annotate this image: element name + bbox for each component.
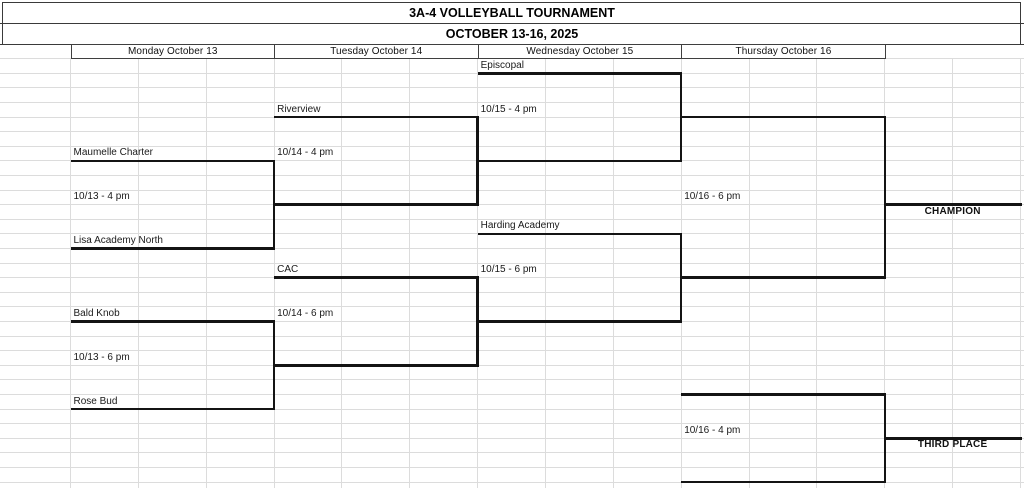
bracket-line-horizontal bbox=[70, 320, 275, 323]
gridline-horizontal bbox=[0, 394, 1024, 395]
gridline-vertical bbox=[748, 58, 750, 488]
bracket-line-horizontal bbox=[884, 437, 1022, 440]
gridline-horizontal bbox=[0, 306, 1024, 308]
title-border-left bbox=[2, 2, 3, 44]
gridline-horizontal bbox=[0, 262, 1024, 264]
bracket-line-horizontal bbox=[274, 364, 478, 367]
gridline-horizontal bbox=[0, 175, 1024, 176]
game-time-semifinal-2: 10/15 - 6 pm bbox=[480, 264, 537, 276]
gridline-horizontal bbox=[0, 87, 1024, 89]
team-label-harding-academy: Harding Academy bbox=[480, 220, 560, 232]
gridline-horizontal bbox=[0, 452, 1024, 454]
tournament-dates: OCTOBER 13-16, 2025 bbox=[445, 26, 579, 41]
title-border-right bbox=[1020, 2, 1021, 44]
gridline-vertical bbox=[1019, 58, 1021, 488]
bracket-line-horizontal bbox=[274, 276, 478, 279]
tournament-title: 3A-4 VOLLEYBALL TOURNAMENT bbox=[409, 5, 615, 20]
gridline-vertical bbox=[137, 58, 139, 488]
team-label-episcopal: Episcopal bbox=[480, 59, 524, 71]
gridline-vertical bbox=[544, 58, 546, 488]
team-label-riverview: Riverview bbox=[277, 103, 321, 115]
title-border-top bbox=[2, 2, 1021, 3]
bracket-line-horizontal bbox=[477, 232, 682, 236]
bracket-line-horizontal bbox=[681, 115, 885, 119]
gridline-vertical bbox=[952, 58, 954, 488]
gridline-horizontal bbox=[0, 277, 1024, 279]
game-time-round2-game1: 10/14 - 4 pm bbox=[277, 147, 334, 159]
team-label-rose-bud: Rose Bud bbox=[73, 395, 118, 407]
gridline-horizontal bbox=[0, 379, 1024, 381]
champion-label: CHAMPION bbox=[924, 205, 981, 217]
gridline-vertical bbox=[273, 58, 275, 488]
bracket-line-horizontal bbox=[477, 159, 682, 163]
third-place-label: THIRD PLACE bbox=[917, 439, 988, 451]
gridline-horizontal bbox=[0, 291, 1024, 293]
bracket-line-horizontal bbox=[681, 393, 885, 396]
bracket-line-horizontal bbox=[477, 320, 682, 323]
gridline-vertical bbox=[341, 58, 343, 488]
gridline-horizontal bbox=[0, 102, 1024, 103]
team-label-cac: CAC bbox=[277, 264, 299, 276]
gridline-horizontal bbox=[0, 131, 1024, 133]
gridline-horizontal bbox=[0, 218, 1024, 220]
column-header-monday: Monday October 13 bbox=[70, 43, 275, 59]
bracket-line-vertical bbox=[679, 72, 683, 163]
gridline-horizontal bbox=[0, 204, 1024, 206]
column-header-thursday: Thursday October 16 bbox=[681, 43, 886, 59]
gridline-vertical bbox=[477, 58, 479, 488]
gridline-vertical bbox=[816, 58, 818, 488]
team-label-lisa-academy-north: Lisa Academy North bbox=[73, 234, 164, 246]
bracket-line-horizontal bbox=[70, 159, 275, 163]
game-time-third-place: 10/16 - 4 pm bbox=[684, 424, 741, 436]
bracket-line-vertical bbox=[476, 276, 479, 367]
title-divider bbox=[0, 23, 1024, 24]
bracket-line-horizontal bbox=[477, 72, 682, 75]
bracket-line-horizontal bbox=[274, 203, 478, 206]
bracket-line-horizontal bbox=[884, 203, 1022, 206]
bracket-line-vertical bbox=[679, 232, 683, 323]
gridline-horizontal bbox=[0, 248, 1024, 249]
game-time-round1-game1: 10/13 - 4 pm bbox=[73, 191, 130, 203]
bracket-line-vertical bbox=[883, 115, 887, 279]
team-label-bald-knob: Bald Knob bbox=[73, 307, 120, 319]
gridline-horizontal bbox=[0, 116, 1024, 118]
game-time-semifinal-1: 10/15 - 4 pm bbox=[480, 103, 537, 115]
game-time-final: 10/16 - 6 pm bbox=[684, 191, 741, 203]
bracket-line-horizontal bbox=[274, 115, 478, 119]
game-time-round1-game2: 10/13 - 6 pm bbox=[73, 351, 130, 363]
bracket-line-horizontal bbox=[70, 407, 275, 411]
bracket-line-horizontal bbox=[70, 247, 275, 250]
team-label-maumelle-charter: Maumelle Charter bbox=[73, 147, 153, 159]
gridline-horizontal bbox=[0, 350, 1024, 352]
bracket-line-vertical bbox=[883, 393, 887, 484]
gridline-horizontal bbox=[0, 189, 1024, 191]
bracket-line-horizontal bbox=[681, 276, 885, 279]
gridline-horizontal bbox=[0, 423, 1024, 425]
bracket-line-vertical bbox=[476, 115, 479, 206]
gridline-vertical bbox=[409, 58, 411, 488]
bracket-line-horizontal bbox=[681, 480, 885, 484]
gridline-vertical bbox=[70, 58, 71, 488]
gridline-horizontal bbox=[0, 408, 1024, 410]
bracket-line-vertical bbox=[272, 320, 276, 411]
gridline-horizontal bbox=[0, 145, 1024, 147]
gridline-horizontal bbox=[0, 437, 1024, 439]
bracket-line-vertical bbox=[272, 159, 276, 250]
gridline-vertical bbox=[205, 58, 207, 488]
column-header-wednesday: Wednesday October 15 bbox=[477, 43, 683, 59]
gridline-vertical bbox=[612, 58, 614, 488]
game-time-round2-game2: 10/14 - 6 pm bbox=[277, 307, 334, 319]
gridline-horizontal bbox=[0, 467, 1024, 468]
gridline-horizontal bbox=[0, 364, 1024, 366]
gridline-horizontal bbox=[0, 335, 1024, 337]
gridline-horizontal bbox=[0, 481, 1024, 483]
column-header-tuesday: Tuesday October 14 bbox=[274, 43, 479, 59]
